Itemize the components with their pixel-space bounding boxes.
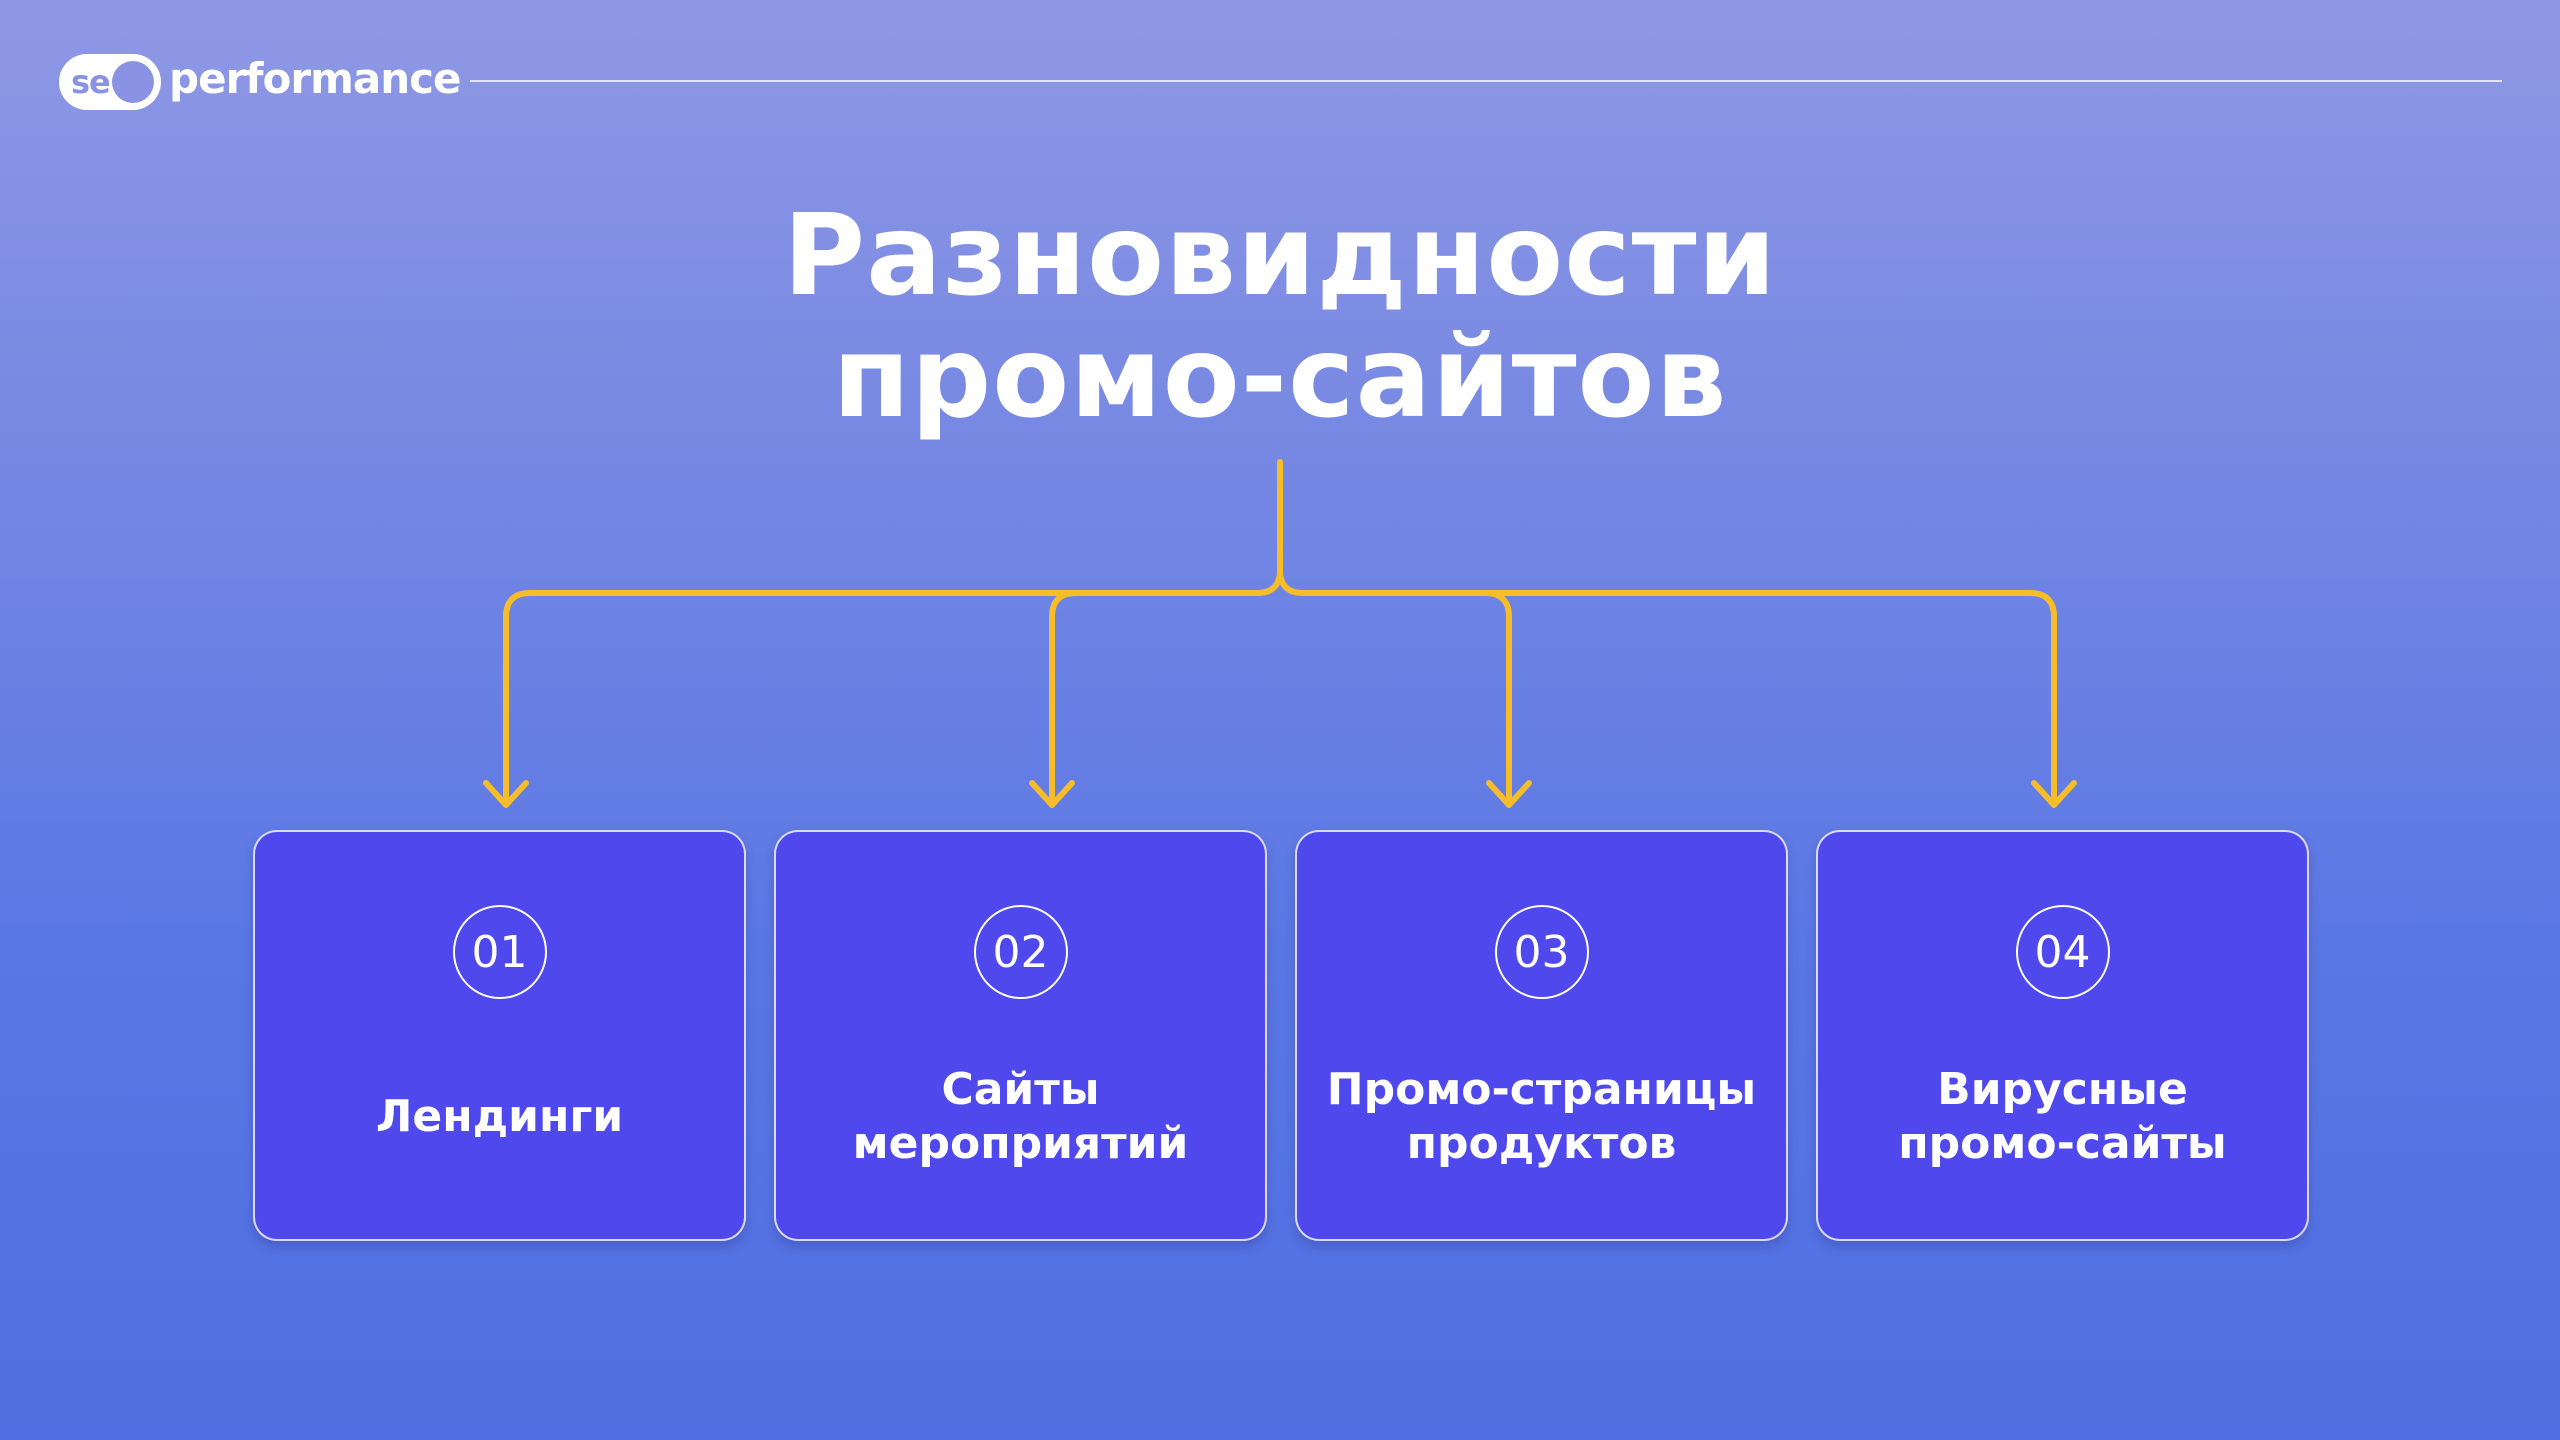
- logo-dot-icon: [112, 61, 154, 103]
- brand-logo: se performance: [59, 54, 461, 110]
- arrow-down-icon: [2031, 780, 2077, 808]
- card-label: Промо-страницы продуктов: [1326, 1064, 1757, 1169]
- card-event-sites: 02 Сайты мероприятий: [774, 830, 1267, 1241]
- card-viral-promo-sites: 04 Вирусные промо-сайты: [1816, 830, 2309, 1241]
- connector-branch-2: [1049, 590, 1079, 808]
- title-line-1: Разновидности: [783, 191, 1777, 321]
- card-label: Лендинги: [375, 1091, 624, 1142]
- card-product-promo-pages: 03 Промо-страницы продуктов: [1295, 830, 1788, 1241]
- page-title: Разновидности промо-сайтов: [0, 195, 2560, 439]
- card-landings: 01 Лендинги: [253, 830, 746, 1241]
- arrow-down-icon: [483, 780, 529, 808]
- card-label: Сайты мероприятий: [852, 1064, 1189, 1169]
- connector-stem: [503, 459, 1283, 808]
- card-label: Вирусные промо-сайты: [1898, 1064, 2227, 1169]
- connector-stem-right: [1277, 567, 2057, 808]
- logo-badge-text: se: [71, 63, 111, 101]
- logo-wordmark: performance: [169, 53, 461, 103]
- card-number: 03: [1494, 905, 1589, 999]
- title-line-2: промо-сайтов: [832, 313, 1728, 443]
- header-divider: [470, 80, 2502, 82]
- logo-badge: se: [59, 54, 161, 110]
- arrow-down-icon: [1486, 780, 1532, 808]
- arrow-down-icon: [1029, 780, 1075, 808]
- card-number: 02: [973, 905, 1068, 999]
- card-number: 04: [2015, 905, 2110, 999]
- card-number: 01: [452, 905, 547, 999]
- connector-branch-3: [1482, 590, 1512, 808]
